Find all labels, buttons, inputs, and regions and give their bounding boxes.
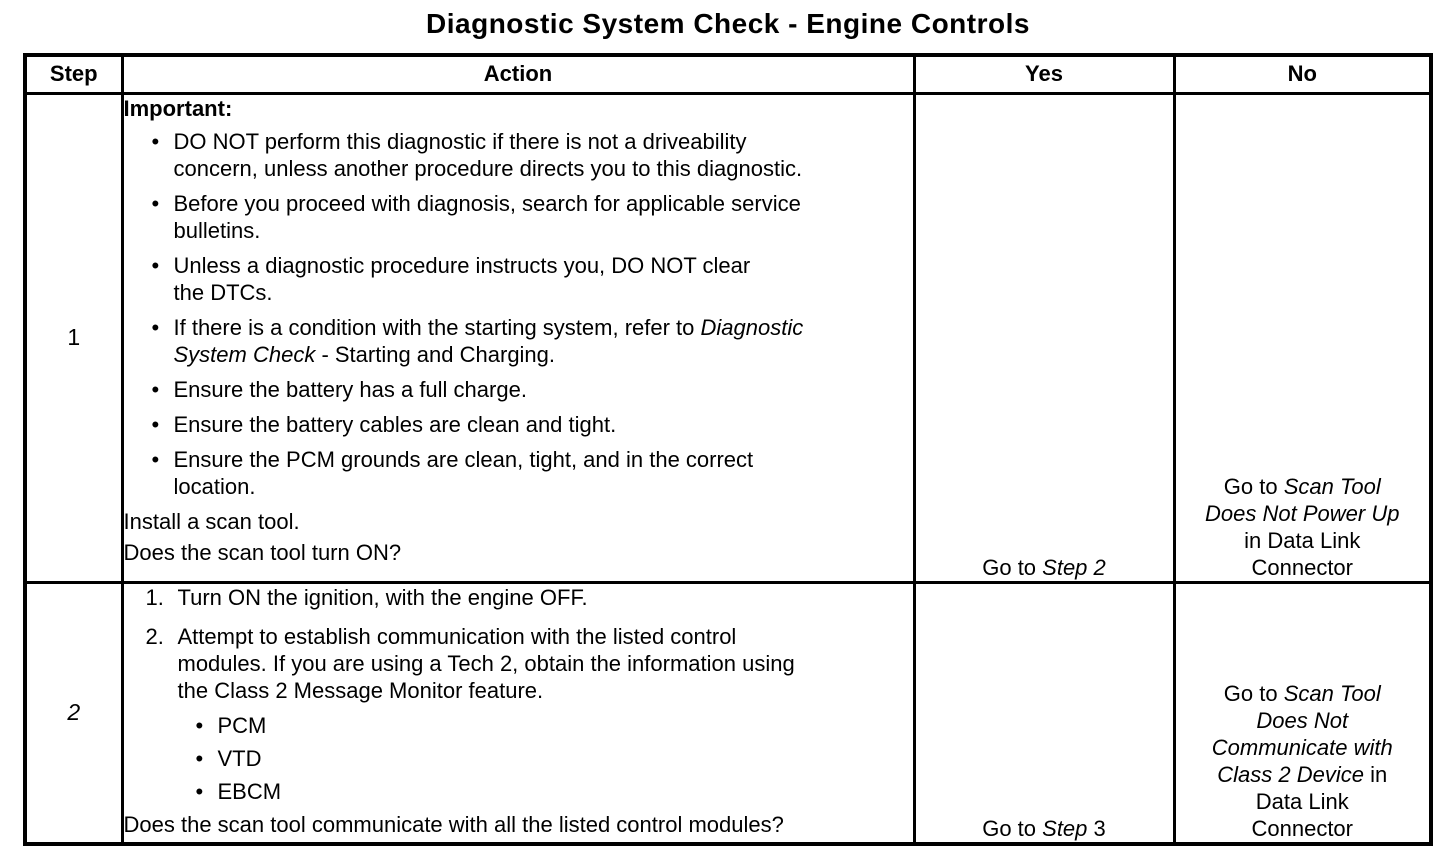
bullet-icon: •	[195, 712, 204, 738]
bullet-text: Ensure the PCM grounds are clean, tight,…	[173, 446, 754, 499]
list-number: 2.	[145, 623, 164, 649]
list-item: 2. Attempt to establish communication wi…	[125, 623, 911, 704]
yes-goto-text: Go to Step 2	[982, 554, 1106, 580]
action-line: Install a scan tool.	[123, 508, 300, 534]
table-row-step-1: 1 Important: • DO NOT perform this diagn…	[23, 91, 1433, 584]
bullet-icon: •	[195, 778, 204, 804]
action-cell: Important: • DO NOT perform this diagnos…	[120, 91, 916, 584]
module-name: EBCM	[217, 778, 282, 804]
list-item: • Ensure the battery has a full charge.	[125, 376, 911, 403]
step-number: 1	[23, 91, 124, 584]
bullet-text: DO NOT perform this diagnostic if there …	[173, 128, 803, 181]
numbered-list: 1. Turn ON the ignition, with the engine…	[125, 584, 911, 704]
list-item: 1. Turn ON the ignition, with the engine…	[125, 584, 911, 611]
action-question: Does the scan tool communicate with all …	[123, 811, 784, 837]
list-item: • VTD	[125, 745, 911, 772]
list-item: • PCM	[125, 712, 911, 739]
bullet-icon: •	[151, 252, 160, 278]
list-item: • EBCM	[125, 778, 911, 805]
bullet-text: If there is a condition with the startin…	[173, 314, 804, 367]
header-row: Step Action Yes No	[23, 53, 1433, 95]
list-item: • Ensure the battery cables are clean an…	[125, 411, 911, 438]
page-title: Diagnostic System Check - Engine Control…	[426, 8, 1030, 39]
list-item: • If there is a condition with the start…	[125, 314, 911, 368]
numbered-item-text: Attempt to establish communication with …	[177, 623, 795, 703]
diagnostic-table: Step Action Yes No 1 Important: • DO NOT…	[23, 53, 1433, 846]
yes-cell: Go to Step 3	[912, 580, 1176, 846]
bullet-text: Before you proceed with diagnosis, searc…	[173, 190, 801, 243]
bullet-list: • DO NOT perform this diagnostic if ther…	[125, 128, 911, 500]
important-label: Important:	[123, 95, 233, 121]
col-header-yes: Yes	[912, 53, 1176, 95]
yes-cell: Go to Step 2	[912, 91, 1176, 584]
bullet-icon: •	[151, 190, 160, 216]
list-item: • DO NOT perform this diagnostic if ther…	[125, 128, 911, 182]
yes-goto-text: Go to Step 3	[982, 816, 1106, 841]
list-number: 1.	[145, 584, 164, 610]
bullet-text: Ensure the battery has a full charge.	[173, 376, 527, 402]
numbered-item-text: Turn ON the ignition, with the engine OF…	[177, 584, 588, 610]
action-cell: 1. Turn ON the ignition, with the engine…	[120, 580, 916, 846]
action-question: Does the scan tool turn ON?	[123, 539, 402, 565]
module-name: VTD	[217, 745, 262, 771]
bullet-icon: •	[151, 376, 160, 402]
list-item: • Unless a diagnostic procedure instruct…	[125, 252, 911, 306]
col-header-no: No	[1172, 53, 1433, 95]
module-name: PCM	[217, 712, 267, 738]
bullet-text: Ensure the battery cables are clean and …	[173, 411, 617, 437]
bullet-icon: •	[151, 411, 160, 437]
bullet-icon: •	[151, 446, 160, 472]
bullet-icon: •	[151, 128, 160, 154]
table-row-step-2: 2 1. Turn ON the ignition, with the engi…	[23, 580, 1433, 846]
list-item: • Ensure the PCM grounds are clean, tigh…	[125, 446, 911, 500]
col-header-action: Action	[120, 53, 916, 95]
col-header-step: Step	[23, 53, 124, 95]
list-item: • Before you proceed with diagnosis, sea…	[125, 190, 911, 244]
bullet-icon: •	[151, 314, 160, 340]
bullet-text: Unless a diagnostic procedure instructs …	[173, 252, 751, 305]
step-number: 2	[23, 580, 124, 846]
module-list: • PCM • VTD • EBCM	[125, 712, 911, 805]
bullet-icon: •	[195, 745, 204, 771]
